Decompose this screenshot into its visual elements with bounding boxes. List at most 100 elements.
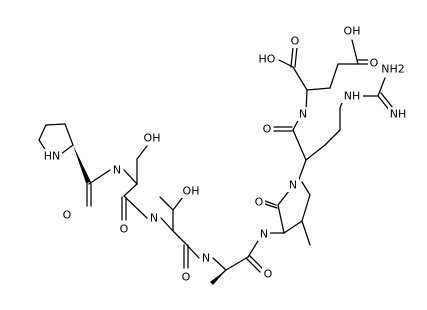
- label-mask: [341, 89, 363, 103]
- atom-label: N: [287, 178, 299, 192]
- bond: [324, 129, 341, 146]
- label-mask: [111, 163, 123, 177]
- bond: [301, 181, 311, 196]
- atom-label-text: NH2: [381, 63, 405, 76]
- label-mask: [297, 107, 309, 121]
- atom-label: N: [200, 251, 212, 265]
- atom-label: NH: [388, 107, 408, 121]
- bonds: [38, 39, 394, 284]
- bond: [264, 203, 278, 209]
- label-mask: [289, 34, 301, 48]
- label-mask: [61, 208, 73, 222]
- atom-label: O: [368, 56, 380, 70]
- stereo-wedge: [210, 270, 226, 285]
- bond: [245, 257, 261, 273]
- label-mask: [262, 267, 274, 281]
- bond: [64, 123, 74, 146]
- atom-label: OH: [142, 131, 162, 145]
- atom-label-text: N: [299, 108, 307, 121]
- atom-label-text: O: [182, 271, 191, 284]
- atom-label: N: [258, 227, 270, 241]
- atom-label-text: O: [264, 268, 273, 281]
- atom-label-text: N: [202, 252, 210, 265]
- bond: [88, 169, 111, 185]
- bond: [172, 230, 187, 245]
- atom-label: O: [180, 270, 192, 284]
- bond: [306, 87, 331, 91]
- atom-label-text: OH: [183, 185, 200, 198]
- atom-label-text: OH: [144, 132, 161, 145]
- atom-label: O: [118, 222, 130, 236]
- atom-label: N: [297, 107, 309, 121]
- atom-label: O: [253, 195, 265, 209]
- bond: [297, 159, 307, 183]
- bond: [292, 66, 308, 91]
- atom-label-text: NH: [344, 90, 361, 103]
- stereo-wedges: [73, 145, 226, 285]
- atom-label-text: O: [255, 196, 264, 209]
- stereo-wedge: [73, 145, 91, 183]
- atom-label-text: NH: [390, 108, 407, 121]
- atom-label-text: O: [63, 209, 72, 222]
- atom-label: OH: [341, 24, 363, 38]
- label-mask: [388, 107, 408, 121]
- bond: [185, 243, 200, 259]
- bond: [351, 39, 359, 65]
- bond: [172, 196, 184, 211]
- bond: [292, 129, 307, 161]
- bond: [249, 255, 264, 270]
- label-mask: [180, 270, 192, 284]
- atom-label-text: O: [291, 35, 300, 48]
- label-mask: [148, 211, 160, 225]
- atom-label-text: O: [120, 223, 129, 236]
- bond: [123, 183, 138, 197]
- bond: [283, 220, 303, 234]
- label-mask: [368, 56, 380, 70]
- label-mask: [253, 195, 265, 209]
- label-mask: [287, 178, 299, 192]
- bond: [45, 123, 66, 126]
- bond: [301, 194, 311, 222]
- atom-label-text: N: [113, 164, 121, 177]
- bond: [123, 195, 148, 219]
- bond: [225, 256, 249, 271]
- label-mask: [258, 227, 270, 241]
- label-mask: [142, 131, 162, 145]
- label-mask: [42, 149, 62, 163]
- bond: [339, 102, 343, 109]
- bond: [305, 144, 326, 161]
- atom-label-text: OH: [344, 25, 361, 38]
- atom-label: OH: [180, 184, 202, 198]
- atom-label: O: [261, 122, 273, 136]
- label-mask: [200, 251, 212, 265]
- atom-label-text: HN: [44, 150, 61, 163]
- atom-label-text: HO: [259, 53, 276, 66]
- bond: [290, 46, 294, 68]
- atom-label: O: [262, 267, 274, 281]
- label-mask: [261, 122, 273, 136]
- bond: [38, 124, 47, 141]
- label-mask: [118, 222, 130, 236]
- bond: [123, 169, 138, 185]
- bond: [212, 257, 227, 271]
- atom-label: HO: [256, 52, 278, 66]
- atom-label-text: O: [370, 57, 379, 70]
- label-mask: [256, 52, 278, 66]
- label-mask: [341, 24, 363, 38]
- atom-label-text: O: [263, 123, 272, 136]
- atom-label: HN: [42, 149, 62, 163]
- bond: [301, 220, 311, 246]
- atom-label: O: [61, 208, 73, 222]
- atom-label: NH: [341, 89, 363, 103]
- bond: [277, 204, 285, 234]
- label-mask: [180, 184, 202, 198]
- bond: [247, 240, 259, 258]
- bond: [380, 92, 394, 109]
- atom-label-text: N: [150, 212, 158, 225]
- bond: [159, 196, 174, 211]
- bond: [160, 217, 174, 232]
- bond: [264, 200, 277, 206]
- label-mask: [378, 62, 408, 76]
- atom-labels: HN O N OH O N OH O: [42, 24, 408, 284]
